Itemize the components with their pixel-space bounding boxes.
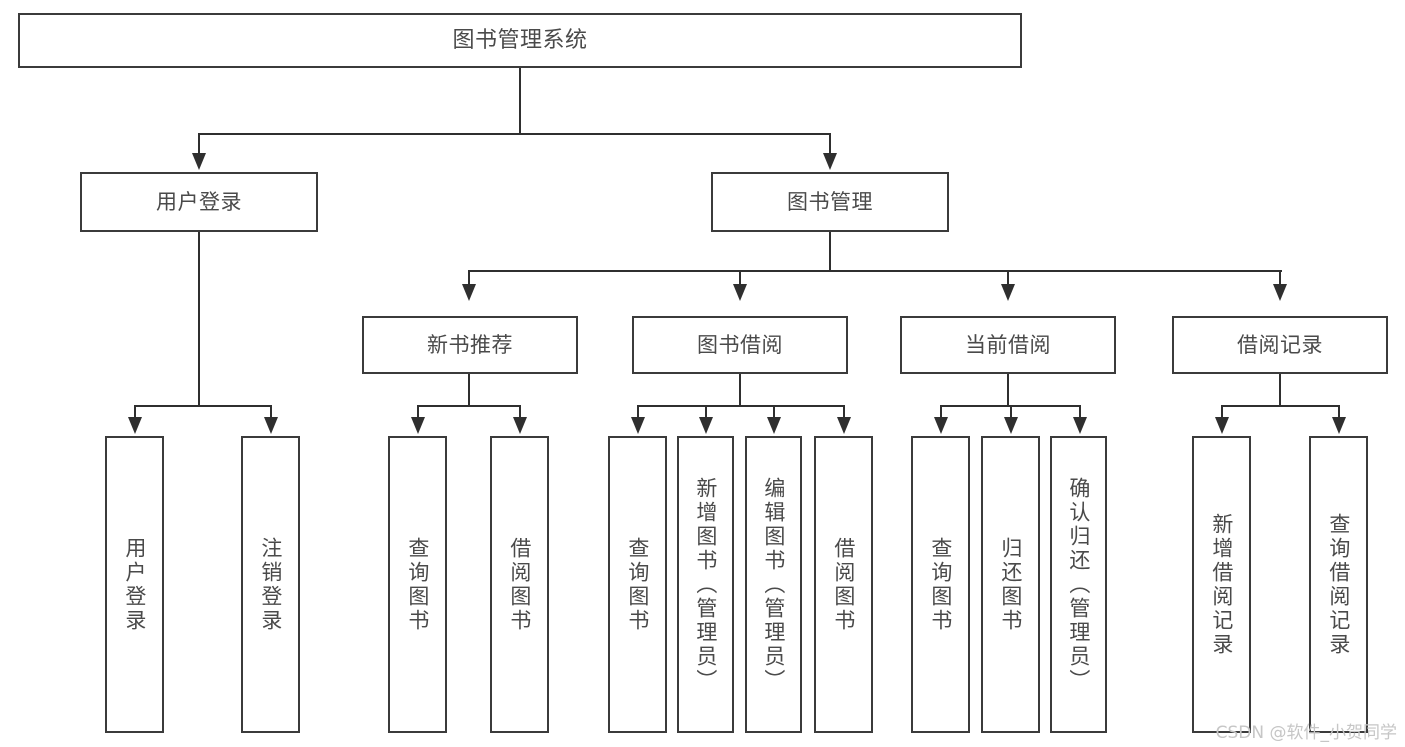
connector-book-borrow-bus [637, 405, 843, 407]
connector-to-book-borrow [739, 270, 741, 286]
node-new-book-recommend[interactable]: 新书推荐 [362, 316, 578, 374]
node-root-system[interactable]: 图书管理系统 [18, 13, 1022, 68]
connector-current-borrow-drop-3 [1079, 405, 1081, 419]
arrowhead-leaf-query-book-2 [631, 417, 645, 434]
node-label: 编辑图书（管理员） [761, 476, 786, 693]
connector-borrow-record-drop-2 [1338, 405, 1340, 419]
node-label: 新书推荐 [427, 332, 513, 357]
connector-to-current-borrow [1007, 270, 1009, 286]
leaf-query-book-recommend[interactable]: 查询图书 [388, 436, 447, 733]
leaf-logout[interactable]: 注销登录 [241, 436, 300, 733]
leaf-add-borrow-record[interactable]: 新增借阅记录 [1192, 436, 1251, 733]
connector-root-stem [519, 68, 521, 133]
arrowhead-leaf-logout [264, 417, 278, 434]
arrowhead-leaf-borrow-book-2 [837, 417, 851, 434]
connector-book-borrow-drop-2 [705, 405, 707, 419]
arrowhead-leaf-confirm-return [1073, 417, 1087, 434]
node-current-borrow[interactable]: 当前借阅 [900, 316, 1116, 374]
connector-to-user-login [198, 133, 200, 155]
leaf-query-book-borrow[interactable]: 查询图书 [608, 436, 667, 733]
arrowhead-leaf-edit-book [767, 417, 781, 434]
arrowhead-leaf-add-record [1215, 417, 1229, 434]
connector-borrow-record-drop-1 [1221, 405, 1223, 419]
connector-user-login-bus [134, 405, 270, 407]
arrowhead-borrow-record [1273, 284, 1287, 301]
arrowhead-leaf-borrow-book-1 [513, 417, 527, 434]
node-label: 查询图书 [405, 536, 430, 633]
node-label: 归还图书 [998, 536, 1023, 633]
connector-current-borrow-stem [1007, 374, 1009, 407]
connector-new-book-drop-2 [519, 405, 521, 419]
arrowhead-leaf-user-login [128, 417, 142, 434]
node-label: 查询图书 [625, 536, 650, 633]
node-label: 借阅图书 [507, 536, 532, 633]
node-label: 新增图书（管理员） [693, 476, 718, 693]
connector-borrow-record-stem [1279, 374, 1281, 407]
arrowhead-new-book [462, 284, 476, 301]
connector-to-new-book [468, 270, 470, 286]
connector-book-manage-stem [829, 232, 831, 271]
node-label: 确认归还（管理员） [1066, 476, 1091, 693]
connector-level3-bus [468, 270, 1282, 272]
node-label: 图书管理 [787, 189, 873, 214]
connector-user-login-stem [198, 232, 200, 407]
leaf-borrow-book[interactable]: 借阅图书 [814, 436, 873, 733]
connector-current-borrow-bus [940, 405, 1079, 407]
arrowhead-book-borrow [733, 284, 747, 301]
leaf-edit-book-admin[interactable]: 编辑图书（管理员） [745, 436, 802, 733]
arrowhead-user-login [192, 153, 206, 170]
connector-current-borrow-drop-2 [1010, 405, 1012, 419]
node-label: 当前借阅 [965, 332, 1051, 357]
node-label: 图书借阅 [697, 332, 783, 357]
leaf-return-book[interactable]: 归还图书 [981, 436, 1040, 733]
node-label: 查询借阅记录 [1326, 512, 1351, 657]
node-label: 借阅图书 [831, 536, 856, 633]
node-label: 借阅记录 [1237, 332, 1323, 357]
leaf-query-book-current[interactable]: 查询图书 [911, 436, 970, 733]
leaf-user-login[interactable]: 用户登录 [105, 436, 164, 733]
connector-borrow-record-bus [1221, 405, 1338, 407]
arrowhead-leaf-query-book-1 [411, 417, 425, 434]
connector-book-borrow-drop-4 [843, 405, 845, 419]
connector-new-book-drop-1 [417, 405, 419, 419]
arrowhead-leaf-return-book [1004, 417, 1018, 434]
node-borrow-record[interactable]: 借阅记录 [1172, 316, 1388, 374]
leaf-query-borrow-record[interactable]: 查询借阅记录 [1309, 436, 1368, 733]
node-label: 用户登录 [122, 536, 147, 633]
node-label: 图书管理系统 [452, 27, 588, 53]
connector-to-borrow-record [1279, 270, 1281, 286]
node-label: 注销登录 [258, 536, 283, 633]
arrowhead-leaf-query-record [1332, 417, 1346, 434]
connector-current-borrow-drop-1 [940, 405, 942, 419]
connector-user-login-drop-1 [134, 405, 136, 419]
leaf-add-book-admin[interactable]: 新增图书（管理员） [677, 436, 734, 733]
connector-book-borrow-drop-1 [637, 405, 639, 419]
connector-level2-bus [198, 133, 830, 135]
connector-book-borrow-stem [739, 374, 741, 407]
connector-new-book-bus [417, 405, 519, 407]
arrowhead-leaf-query-book-3 [934, 417, 948, 434]
watermark: CSDN @软件_小贺同学 [1215, 723, 1397, 743]
node-label: 新增借阅记录 [1209, 512, 1234, 657]
node-book-borrow[interactable]: 图书借阅 [632, 316, 848, 374]
connector-book-borrow-drop-3 [773, 405, 775, 419]
node-label: 查询图书 [928, 536, 953, 633]
connector-new-book-stem [468, 374, 470, 407]
connector-user-login-drop-2 [270, 405, 272, 419]
arrowhead-leaf-add-book [699, 417, 713, 434]
node-user-login[interactable]: 用户登录 [80, 172, 318, 232]
node-label: 用户登录 [156, 189, 242, 214]
node-book-manage[interactable]: 图书管理 [711, 172, 949, 232]
leaf-confirm-return-admin[interactable]: 确认归还（管理员） [1050, 436, 1107, 733]
connector-to-book-manage [829, 133, 831, 155]
arrowhead-book-manage [823, 153, 837, 170]
arrowhead-current-borrow [1001, 284, 1015, 301]
leaf-borrow-book-recommend[interactable]: 借阅图书 [490, 436, 549, 733]
